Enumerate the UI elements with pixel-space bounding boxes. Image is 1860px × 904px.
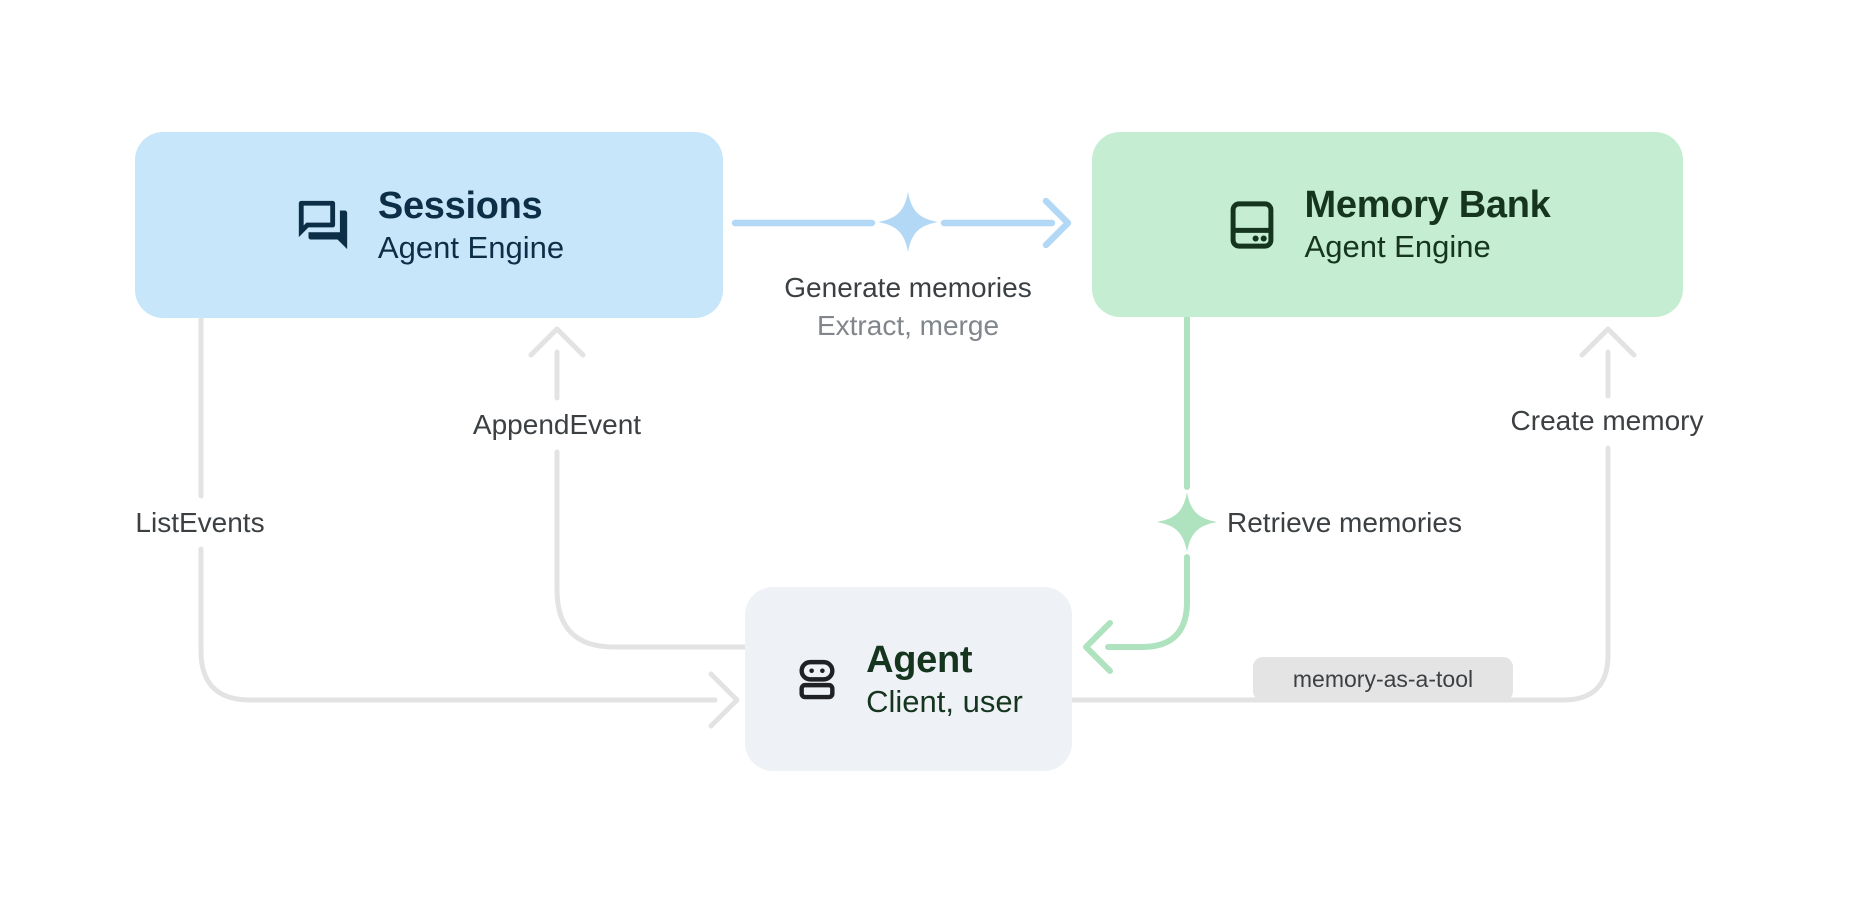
retrieve-memories-arrow: [1083, 315, 1190, 674]
agent-title: Agent: [866, 638, 973, 681]
sessions-node-text: Sessions Agent Engine: [378, 184, 564, 266]
sparkle-icon: [1157, 492, 1217, 552]
sessions-title: Sessions: [377, 184, 543, 227]
sparkle-icon: [878, 192, 938, 252]
generate-memories-text: Generate memories: [784, 272, 1032, 303]
memory-bank-title: Memory Bank: [1304, 184, 1551, 227]
extract-merge-text: Extract, merge: [816, 310, 1000, 341]
retrieve-memories-label: Retrieve memories: [1227, 507, 1462, 538]
robot-icon: [799, 659, 835, 700]
generate-memories-label: Generate memories Extract, merge: [784, 272, 1031, 342]
memory-storage-icon: [1230, 200, 1273, 249]
memory-bank-node: Memory Bank Agent Engine: [1092, 132, 1683, 317]
append-event-arrow: [528, 326, 748, 650]
agent-node-text: Agent Client, user: [866, 638, 1023, 720]
create-memory-label: Create memory: [1510, 405, 1704, 436]
memory-bank-node-text: Memory Bank Agent Engine: [1305, 183, 1551, 265]
agent-node: Agent Client, user: [745, 587, 1072, 771]
agent-subtitle: Client, user: [866, 683, 1023, 719]
sessions-node: Sessions Agent Engine: [135, 132, 723, 318]
sessions-subtitle: Agent Engine: [377, 229, 565, 265]
list-events-label: ListEvents: [135, 507, 265, 538]
memory-bank-subtitle: Agent Engine: [1304, 229, 1491, 265]
create-memory-arrow: [1069, 326, 1637, 703]
memory-as-a-tool-badge: memory-as-a-tool: [1253, 657, 1513, 701]
append-event-label: AppendEvent: [472, 409, 642, 440]
list-events-arrow: [198, 316, 740, 729]
generate-memories-arrow: [731, 197, 1072, 249]
chat-bubbles-icon: [298, 200, 348, 250]
